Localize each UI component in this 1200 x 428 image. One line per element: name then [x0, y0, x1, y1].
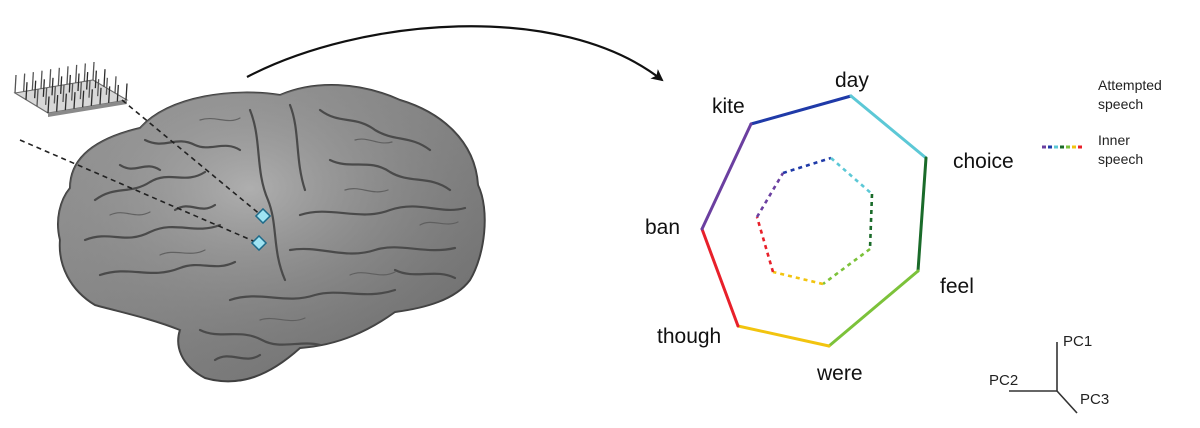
electrode-needle	[45, 87, 48, 105]
word-label-kite: kite	[712, 95, 745, 118]
electrode-array-icon	[13, 61, 129, 117]
electrode-needle	[92, 61, 95, 81]
attempted-speech-edge-2	[849, 94, 928, 160]
electrode-needle	[56, 95, 59, 112]
pc1-label: PC1	[1063, 333, 1092, 350]
electrode-needle	[105, 77, 108, 95]
legend-inner-dot	[1054, 145, 1058, 149]
legend-inner-dot	[1066, 145, 1070, 149]
electrode-needle	[34, 80, 37, 99]
attempted-speech-edge-5	[736, 324, 831, 348]
implant-marker-upper	[254, 207, 272, 225]
attempted-speech-edge-4	[827, 269, 920, 348]
attempted-speech-edge-7	[700, 122, 753, 231]
word-label-ban: ban	[645, 216, 680, 239]
electrode-needle	[49, 69, 52, 88]
electrode-needle	[116, 84, 119, 102]
attempted-speech-edge-6	[700, 227, 740, 328]
electrode-needle	[62, 84, 65, 103]
electrode-needle	[36, 89, 39, 107]
pc-axes	[1009, 342, 1078, 414]
legend-attempted-line1: Attempted	[1098, 77, 1162, 93]
legend-inner-dot	[1048, 145, 1052, 149]
pc3-axis	[1056, 390, 1078, 414]
electrode-needle	[88, 80, 91, 98]
inner-speech-edge-1	[782, 156, 832, 175]
decoding-arrow	[246, 25, 664, 82]
electrode-needle	[114, 76, 117, 94]
legend-inner-dot	[1078, 145, 1082, 149]
pc3-label: PC3	[1080, 391, 1109, 408]
legend-inner-dot	[1072, 145, 1076, 149]
implant-markers	[250, 207, 272, 252]
electrode-needle	[68, 74, 71, 93]
word-label-though: though	[657, 325, 721, 348]
electrode-needle	[125, 83, 128, 101]
electrode-needle	[73, 92, 76, 109]
inner-speech-edge-4	[822, 247, 871, 286]
electrode-needle	[42, 79, 45, 97]
electrode-needle	[77, 73, 80, 92]
electrode-needle	[86, 72, 89, 90]
electrode-needle	[64, 93, 67, 111]
attempted-speech-heptagon	[700, 94, 928, 348]
electrode-needle	[108, 86, 111, 103]
pc2-label: PC2	[989, 372, 1018, 389]
electrode-needle	[23, 73, 26, 92]
electrode-needle	[79, 82, 82, 100]
attempted-speech-edge-3	[916, 156, 928, 273]
electrode-needle	[60, 76, 63, 94]
attempted-speech-edge-1	[749, 94, 853, 126]
word-label-feel: feel	[940, 275, 974, 298]
electrode-needle	[94, 70, 97, 89]
brain-highlight	[58, 84, 485, 382]
inner-speech-edge-5	[772, 270, 824, 286]
electrode-needle	[66, 66, 69, 85]
word-label-day: day	[835, 69, 869, 92]
brain-gyri	[83, 103, 467, 362]
inner-speech-edge-2	[830, 157, 873, 195]
electrode-needle	[90, 89, 93, 106]
electrode-needle	[75, 64, 78, 83]
inner-speech-heptagon	[755, 156, 874, 286]
electrode-needle	[82, 90, 85, 108]
legend-inner-line2: speech	[1098, 151, 1143, 167]
electrode-needle	[97, 79, 100, 97]
electrode-needle	[83, 63, 86, 82]
brain-sulci	[109, 117, 459, 322]
electrode-needle	[47, 96, 50, 114]
brain-illustration	[57, 84, 486, 383]
inner-speech-edge-7	[755, 172, 785, 218]
inner-speech-edge-6	[755, 216, 775, 273]
legend-inner-line1: Inner	[1098, 132, 1130, 148]
electrode-needle	[71, 83, 74, 101]
electrode-needle	[57, 67, 60, 86]
electrode-needle	[103, 69, 106, 87]
electrode-needle	[25, 82, 28, 100]
legend-inner-swatch	[1042, 145, 1082, 149]
electrode-needle	[40, 70, 43, 89]
electrode-needle	[53, 86, 56, 104]
electrode-needle	[31, 72, 34, 91]
word-labels: day choice feel were though ban kite	[645, 69, 1014, 385]
word-label-were: were	[816, 362, 863, 385]
electrode-needle	[99, 87, 102, 105]
word-label-choice: choice	[953, 150, 1014, 173]
legend: Attempted speech Inner speech	[1042, 77, 1162, 167]
implant-marker-lower	[250, 234, 268, 252]
legend-inner-dot	[1060, 145, 1064, 149]
inner-speech-edge-3	[868, 193, 874, 250]
zoom-lines	[19, 99, 263, 244]
electrode-needle	[14, 74, 17, 94]
electrode-needle	[51, 77, 54, 96]
legend-attempted-line2: speech	[1098, 96, 1143, 112]
legend-inner-dot	[1042, 145, 1046, 149]
